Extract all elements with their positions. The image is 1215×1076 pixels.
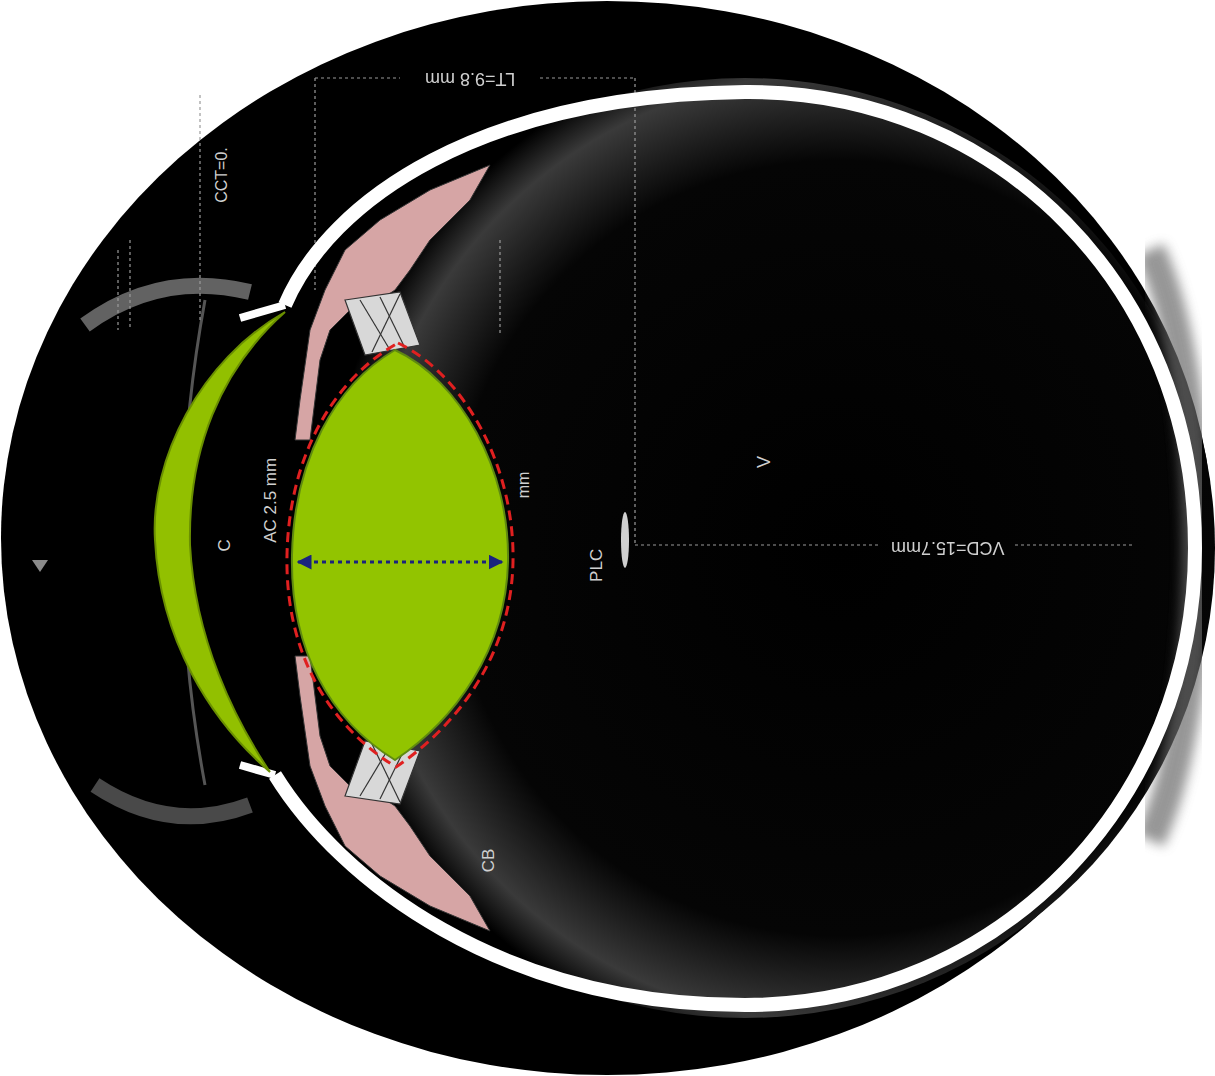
thickness-arrow xyxy=(298,561,502,564)
label-holder: VCD=15.7mm xyxy=(891,537,1005,557)
measurement-label: V xyxy=(755,456,775,468)
measurement-label: LT=9.8 mm xyxy=(425,68,515,88)
lens xyxy=(292,350,508,760)
probe-echo xyxy=(95,785,250,816)
label-holder: AC 2.5 mm xyxy=(263,457,282,542)
measurement-label: mm xyxy=(515,472,533,499)
label-holder: CCT=0. xyxy=(213,147,231,203)
sclera xyxy=(275,92,1195,1005)
scan-marker xyxy=(32,560,48,572)
probe-echo xyxy=(85,286,250,325)
label-holder: LT=9.8 mm xyxy=(425,68,515,88)
scan-texture xyxy=(275,78,1215,1018)
measurement-label: CB xyxy=(481,848,500,872)
label-holder: C xyxy=(216,539,235,551)
measurement-label: VCD=15.7mm xyxy=(891,537,1005,557)
measurement-guides xyxy=(118,78,1135,545)
label-holder: mm xyxy=(515,472,533,499)
measurement-label: CCT=0. xyxy=(213,147,231,203)
label-holder: PLC xyxy=(589,548,608,581)
lens-outline xyxy=(287,343,513,767)
cornea xyxy=(155,312,285,772)
label-holder: V xyxy=(755,456,775,468)
measurement-label: AC 2.5 mm xyxy=(263,457,282,542)
label-holder: CB xyxy=(481,848,500,872)
capsule-echo xyxy=(621,512,629,568)
measurement-label: PLC xyxy=(589,548,608,581)
measurement-label: C xyxy=(216,539,235,551)
